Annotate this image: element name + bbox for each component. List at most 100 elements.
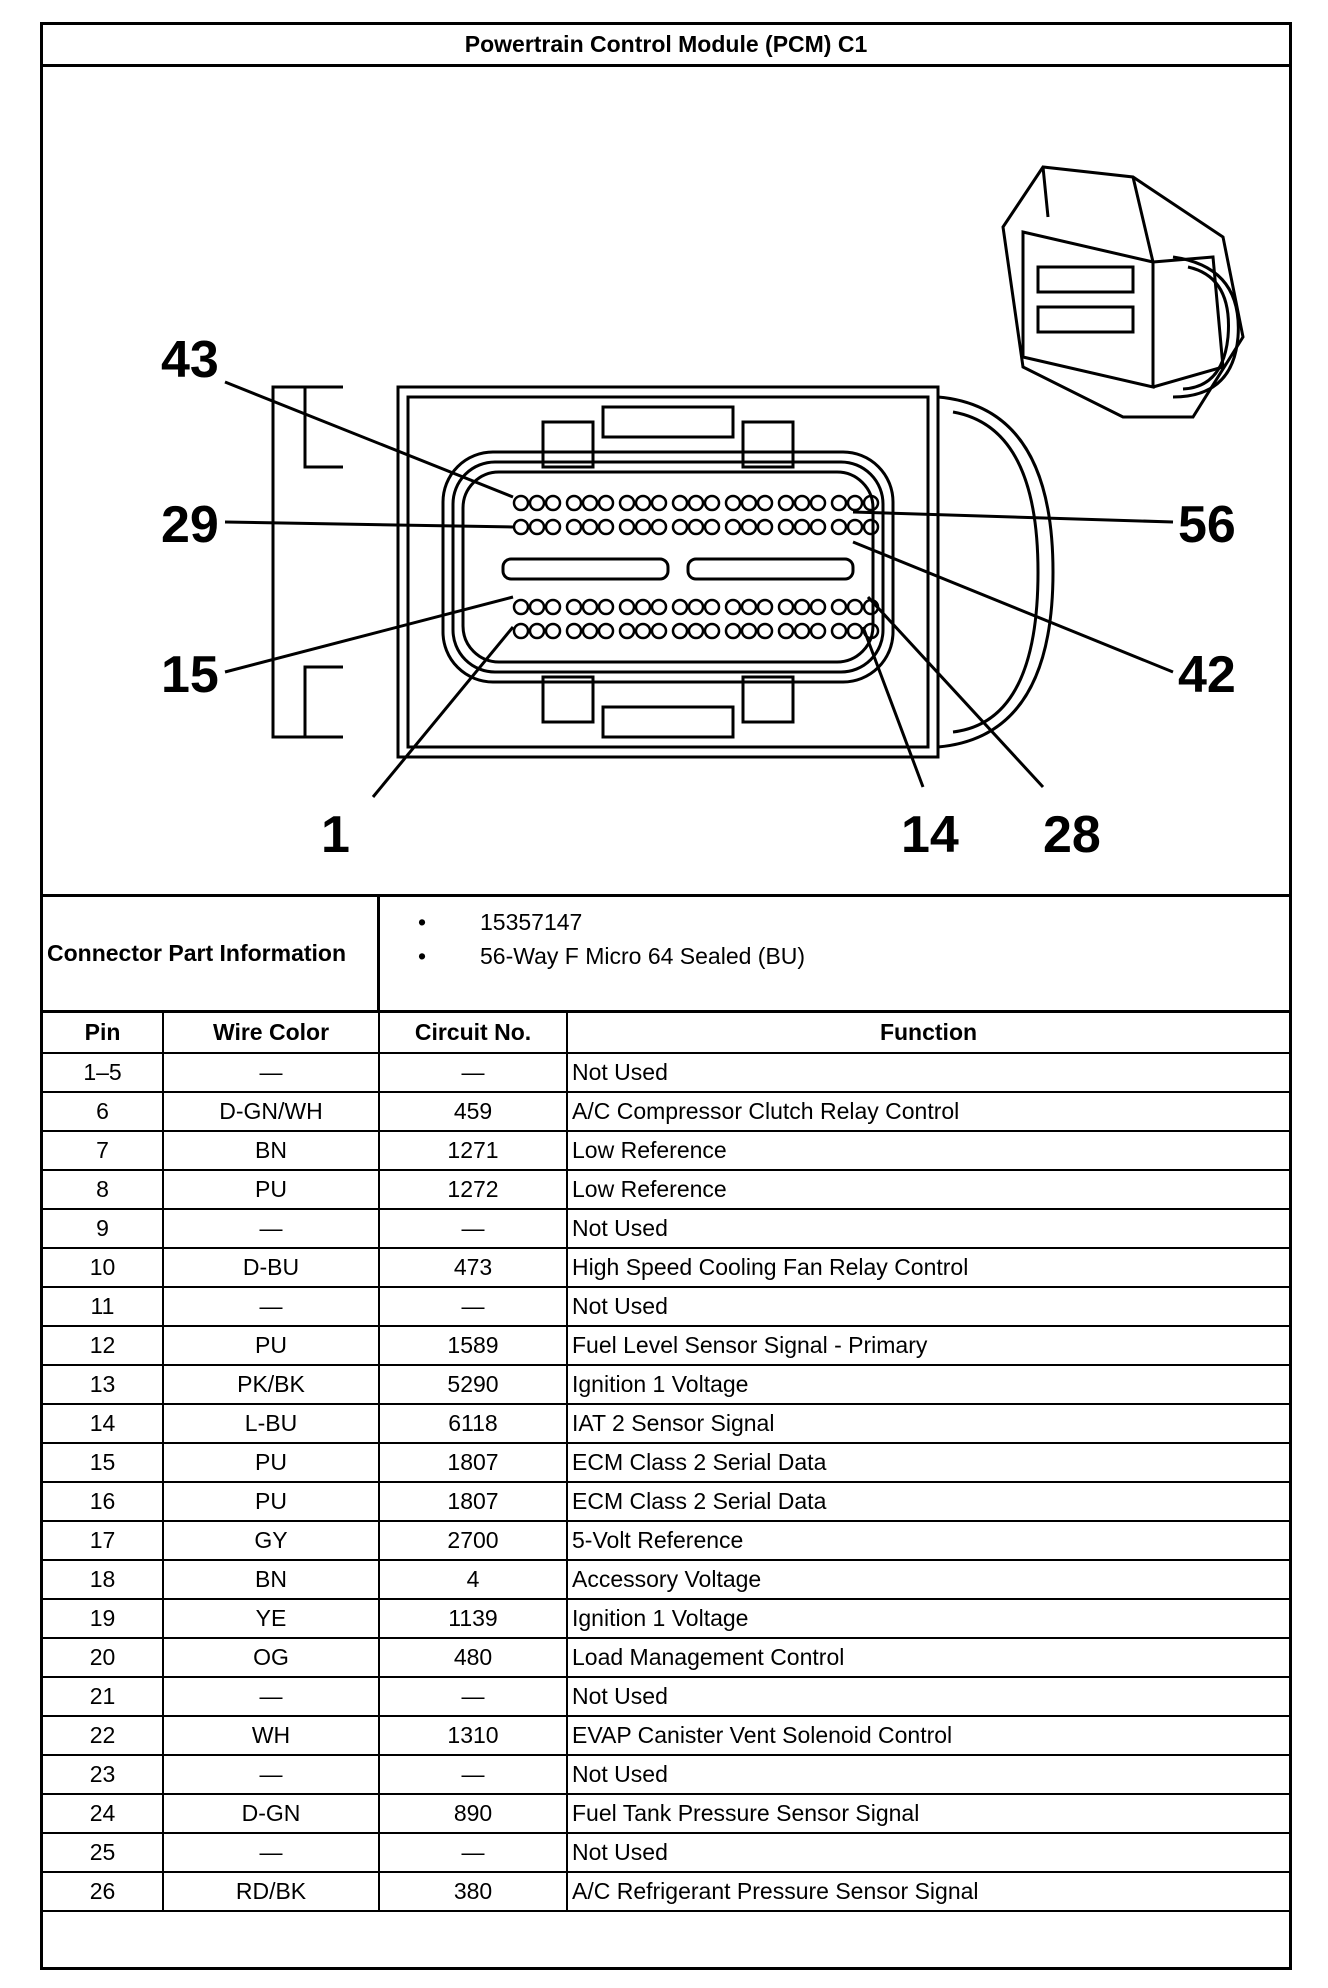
pin-cavity <box>687 518 705 536</box>
bullet-icon: • <box>418 943 427 969</box>
wire-color-cell: D-GN <box>162 1793 380 1834</box>
function-cell: A/C Refrigerant Pressure Sensor Signal <box>566 1871 1289 1912</box>
table-row: 21——Not Used <box>43 1676 1289 1717</box>
pin-cell: 24 <box>43 1793 164 1834</box>
pin-cavity <box>581 622 599 640</box>
pin-cavity-grid <box>512 494 880 640</box>
circuit-number-cell: 473 <box>378 1247 568 1288</box>
column-header-function: Function <box>566 1013 1289 1054</box>
pin-cavity <box>544 494 562 512</box>
pin-cavity <box>597 598 615 616</box>
pin-cavity <box>756 494 774 512</box>
pin-cavity <box>809 622 827 640</box>
pin-cavity <box>724 494 742 512</box>
wire-color-cell: BN <box>162 1130 380 1171</box>
pin-callout-14: 14 <box>901 806 959 864</box>
pin-cell: 9 <box>43 1208 164 1249</box>
pin-cavity <box>634 598 652 616</box>
circuit-number-cell: — <box>378 1754 568 1795</box>
pin-cavity <box>650 598 668 616</box>
pin-cavity <box>671 598 689 616</box>
column-header-wire-color: Wire Color <box>162 1013 380 1054</box>
circuit-number-cell: 380 <box>378 1871 568 1912</box>
pin-cavity <box>512 518 530 536</box>
wire-color-cell: PU <box>162 1169 380 1210</box>
circuit-number-cell: 890 <box>378 1793 568 1834</box>
connector-diagram: 43 29 15 1 56 42 14 28 <box>43 67 1289 897</box>
wire-color-cell: BN <box>162 1559 380 1600</box>
pin-cavity <box>703 518 721 536</box>
circuit-number-cell: — <box>378 1208 568 1249</box>
table-row: 11——Not Used <box>43 1286 1289 1327</box>
pin-cavity <box>756 518 774 536</box>
table-row: 23——Not Used <box>43 1754 1289 1795</box>
pin-cavity <box>581 598 599 616</box>
function-cell: Ignition 1 Voltage <box>566 1598 1289 1639</box>
pin-cavity <box>597 622 615 640</box>
pin-cavity <box>830 518 848 536</box>
pin-cavity <box>687 598 705 616</box>
pin-cavity <box>618 598 636 616</box>
pin-cell: 23 <box>43 1754 164 1795</box>
pin-cell: 21 <box>43 1676 164 1717</box>
pin-cell: 8 <box>43 1169 164 1210</box>
pin-cavity <box>830 622 848 640</box>
circuit-number-cell: 480 <box>378 1637 568 1678</box>
pin-cavity <box>809 598 827 616</box>
function-cell: Not Used <box>566 1676 1289 1717</box>
pin-cell: 17 <box>43 1520 164 1561</box>
pin-cavity <box>618 494 636 512</box>
function-cell: Fuel Tank Pressure Sensor Signal <box>566 1793 1289 1834</box>
pin-cavity <box>581 518 599 536</box>
pin-cell: 16 <box>43 1481 164 1522</box>
column-header-circuit-no: Circuit No. <box>378 1013 568 1054</box>
column-header-pin: Pin <box>43 1013 164 1054</box>
wire-color-cell: — <box>162 1832 380 1873</box>
wire-color-cell: — <box>162 1676 380 1717</box>
pin-cavity <box>687 622 705 640</box>
pin-cavity <box>565 598 583 616</box>
pin-cavity <box>544 598 562 616</box>
pin-cavity <box>618 518 636 536</box>
circuit-number-cell: 459 <box>378 1091 568 1132</box>
wire-color-cell: PU <box>162 1442 380 1483</box>
pin-cavity <box>793 622 811 640</box>
pin-cavity <box>512 598 530 616</box>
pin-cell: 13 <box>43 1364 164 1405</box>
function-cell: Low Reference <box>566 1130 1289 1171</box>
pin-callout-1: 1 <box>321 806 350 864</box>
wire-color-cell: — <box>162 1754 380 1795</box>
wire-color-cell: L-BU <box>162 1403 380 1444</box>
function-cell: Load Management Control <box>566 1637 1289 1678</box>
pin-callout-15: 15 <box>161 646 219 704</box>
pin-cavity <box>846 622 864 640</box>
pin-cell: 22 <box>43 1715 164 1756</box>
pin-cavity <box>756 622 774 640</box>
pin-cavity <box>528 622 546 640</box>
pin-cavity <box>740 622 758 640</box>
connector-isometric-image <box>1001 165 1245 419</box>
wire-color-cell: PU <box>162 1481 380 1522</box>
pin-cavity <box>793 518 811 536</box>
pin-cavity <box>565 518 583 536</box>
pin-cavity <box>634 518 652 536</box>
connector-sheet: Powertrain Control Module (PCM) C1 <box>40 22 1292 1970</box>
pin-cell: 25 <box>43 1832 164 1873</box>
circuit-number-cell: 6118 <box>378 1403 568 1444</box>
pin-cavity <box>650 494 668 512</box>
wire-color-cell: — <box>162 1052 380 1093</box>
pin-cavity <box>740 518 758 536</box>
pin-cell: 6 <box>43 1091 164 1132</box>
pin-cavity <box>671 494 689 512</box>
function-cell: 5-Volt Reference <box>566 1520 1289 1561</box>
wire-color-cell: D-BU <box>162 1247 380 1288</box>
